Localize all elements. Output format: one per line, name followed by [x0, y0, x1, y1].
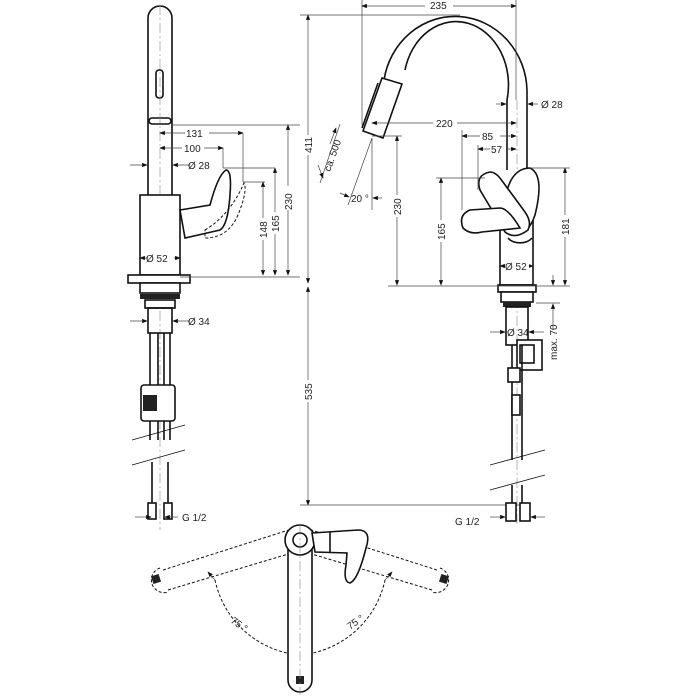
- dim-ca500: ca. 500: [322, 138, 344, 173]
- dim-165: 165: [271, 215, 282, 232]
- dim-220: 220: [436, 119, 453, 130]
- dim-dia34-front: Ø 34: [507, 328, 529, 339]
- side-view-dimensions: 131 100 Ø 28 230 165 148 Ø 52 Ø 34 G 1/2: [130, 124, 300, 524]
- front-view-faucet: [361, 15, 546, 525]
- dim-230-front: 230: [393, 198, 404, 215]
- dim-g12-left: G 1/2: [182, 513, 207, 524]
- dim-85: 85: [482, 132, 494, 143]
- dim-148: 148: [259, 221, 270, 238]
- dim-165-front: 165: [437, 223, 448, 240]
- dim-535: 535: [304, 383, 315, 400]
- dim-230: 230: [284, 193, 295, 210]
- dim-181: 181: [561, 218, 572, 235]
- dim-dia52: Ø 52: [146, 254, 168, 265]
- angle-75-right: 75 °: [345, 613, 366, 632]
- front-view-dimensions: 235 Ø 28 220 85 57 230 165 181 Ø 52 Ø 34: [317, 0, 572, 528]
- dim-131: 131: [186, 129, 203, 140]
- dim-g12-front: G 1/2: [455, 517, 480, 528]
- dim-dia28: Ø 28: [188, 161, 210, 172]
- overall-dimensions: 411 535: [300, 14, 530, 506]
- dim-dia52-front: Ø 52: [505, 262, 527, 273]
- dim-100: 100: [184, 144, 201, 155]
- dim-angle20: 20 °: [351, 194, 369, 205]
- side-view-faucet: [127, 5, 246, 530]
- dim-dia28-front: Ø 28: [541, 100, 563, 111]
- dim-dia34: Ø 34: [188, 317, 210, 328]
- dim-max70: max. 70: [549, 324, 560, 360]
- top-view-faucet: 75 ° 75 °: [150, 524, 450, 695]
- dim-57: 57: [491, 145, 503, 156]
- dim-411: 411: [304, 137, 315, 153]
- dim-235: 235: [430, 1, 447, 12]
